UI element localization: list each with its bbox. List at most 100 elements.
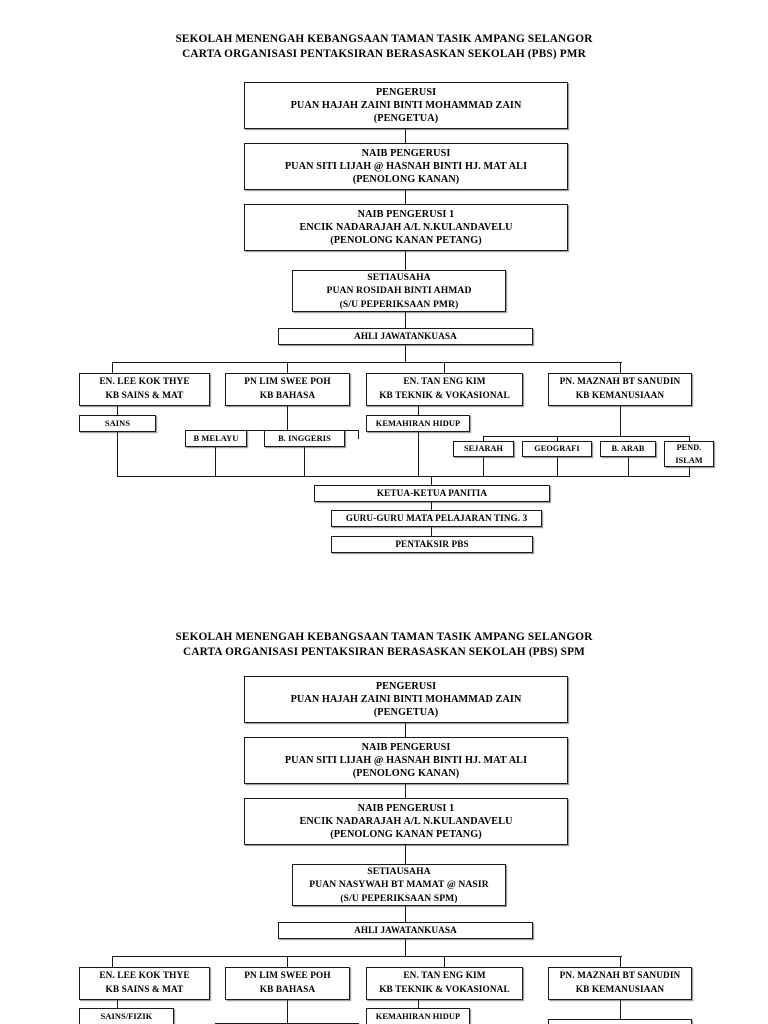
node-role: NAIB PENGERUSI (361, 741, 451, 753)
subject-label: GEOGRAFI (534, 444, 580, 454)
node-naib-pengerusi-1[interactable]: NAIB PENGERUSI 1 ENCIK NADARAJAH A/L N.K… (244, 798, 568, 845)
connector-vertical (117, 1000, 119, 1009)
connector-vertical (287, 362, 289, 373)
connector-horizontal (483, 436, 689, 438)
subject-label: B MELAYU (193, 433, 239, 443)
node-naib-pengerusi[interactable]: NAIB PENGERUSI PUAN SITI LIJAH @ HASNAH … (244, 737, 568, 784)
node-label: AHLI JAWATANKUASA (354, 924, 457, 935)
chart-title-spm: SEKOLAH MENENGAH KEBANGSAAN TAMAN TASIK … (0, 630, 768, 660)
node-head-0[interactable]: EN. LEE KOK THYE KB SAINS & MAT (79, 967, 210, 1000)
node-name: PUAN HAJAH ZAINI BINTI MOHAMMAD ZAIN (290, 693, 522, 705)
node-name: PUAN SITI LIJAH @ HASNAH BINTI HJ. MAT A… (284, 160, 528, 172)
connector-vertical (431, 502, 433, 511)
chart-title-line1: SEKOLAH MENENGAH KEBANGSAAN TAMAN TASIK … (175, 33, 593, 45)
node-guru-guru-mata-pelajaran[interactable]: GURU-GURU MATA PELAJARAN TING. 3 (331, 510, 542, 527)
connector-vertical (112, 362, 114, 373)
connector-vertical (405, 129, 407, 144)
connector-vertical (628, 457, 630, 477)
node-role: NAIB PENGERUSI 1 (357, 208, 455, 220)
node-position: (PENOLONG KANAN) (352, 768, 460, 780)
connector-horizontal-collector (117, 476, 690, 478)
node-head-2[interactable]: EN. TAN ENG KIM KB TEKNIK & VOKASIONAL (366, 373, 523, 406)
connector-vertical (405, 345, 407, 363)
chart-title-line2: CARTA ORGANISASI PENTAKSIRAN BERASASKAN … (183, 646, 585, 658)
node-label: AHLI JAWATANKUASA (354, 330, 457, 341)
chart-title-line2: CARTA ORGANISASI PENTAKSIRAN BERASASKAN … (182, 48, 586, 60)
connector-vertical (689, 436, 691, 442)
connector-vertical (405, 939, 407, 957)
connector-horizontal-bus (112, 362, 622, 364)
node-pengerusi[interactable]: PENGERUSI PUAN HAJAH ZAINI BINTI MOHAMMA… (244, 676, 568, 723)
connector-vertical (405, 784, 407, 799)
node-subject-sains[interactable]: SAINS (79, 415, 156, 432)
node-setiausaha[interactable]: SETIAUSAHA PUAN ROSIDAH BINTI AHMAD (S/U… (292, 270, 506, 312)
subject-label: SAINS/FIZIK (100, 1011, 153, 1021)
node-head-1[interactable]: PN LIM SWEE POH KB BAHASA (225, 967, 350, 1000)
node-subject-b-melayu[interactable]: B MELAYU (185, 430, 247, 447)
connector-vertical (418, 432, 420, 477)
node-head-1[interactable]: PN LIM SWEE POH KB BAHASA (225, 373, 350, 406)
subject-label: B. ARAB (611, 444, 645, 454)
node-pentaksir-pbs[interactable]: PENTAKSIR PBS (331, 536, 533, 553)
chart-title-line1: SEKOLAH MENENGAH KEBANGSAAN TAMAN TASIK … (175, 631, 593, 643)
node-role: NAIB PENGERUSI (361, 147, 451, 159)
node-head-3[interactable]: PN. MAZNAH BT SANUDIN KB KEMANUSIAAN (548, 373, 692, 406)
head-name: EN. LEE KOK THYE (99, 377, 190, 388)
node-name: PUAN ROSIDAH BINTI AHMAD (326, 285, 472, 297)
node-name: PUAN NASYWAH BT MAMAT @ NASIR (309, 879, 489, 891)
node-naib-pengerusi[interactable]: NAIB PENGERUSI PUAN SITI LIJAH @ HASNAH … (244, 143, 568, 190)
node-ketua-ketua-panitia[interactable]: KETUA-KETUA PANITIA (314, 485, 550, 502)
node-head-0[interactable]: EN. LEE KOK THYE KB SAINS & MAT (79, 373, 210, 406)
head-dept: KB KEMANUSIAAN (575, 390, 665, 401)
connector-vertical (287, 1000, 289, 1024)
subject-label-line2: ISLAM (675, 456, 703, 465)
connector-vertical (620, 956, 622, 967)
connector-vertical (405, 251, 407, 271)
connector-vertical (557, 457, 559, 477)
connector-vertical (287, 406, 289, 431)
node-subject-kemahiran-hidup[interactable]: KEMAHIRAN HIDUP (366, 1008, 470, 1024)
node-subject-b-inggeris[interactable]: B. INGGERIS (264, 430, 345, 447)
subject-label: SEJARAH (464, 444, 503, 454)
node-subject-sains-fizik[interactable]: SAINS/FIZIK (79, 1008, 174, 1024)
node-ahli-jawatankuasa[interactable]: AHLI JAWATANKUASA (278, 922, 533, 939)
connector-vertical (431, 527, 433, 536)
connector-vertical (418, 406, 420, 416)
node-label: PENTAKSIR PBS (395, 538, 469, 549)
node-pengerusi[interactable]: PENGERUSI PUAN HAJAH ZAINI BINTI MOHAMMA… (244, 82, 568, 129)
node-subject-geografi[interactable]: GEOGRAFI (522, 441, 592, 457)
node-ahli-jawatankuasa[interactable]: AHLI JAWATANKUASA (278, 328, 533, 345)
node-label: KETUA-KETUA PANITIA (376, 487, 488, 498)
connector-vertical (431, 476, 433, 485)
node-subject-b-arab[interactable]: B. ARAB (600, 441, 656, 457)
node-position: (PENOLONG KANAN PETANG) (330, 829, 482, 841)
head-name: PN LIM SWEE POH (244, 377, 331, 388)
connector-vertical (405, 906, 407, 922)
node-head-2[interactable]: EN. TAN ENG KIM KB TEKNIK & VOKASIONAL (366, 967, 523, 1000)
node-head-3[interactable]: PN. MAZNAH BT SANUDIN KB KEMANUSIAAN (548, 967, 692, 1000)
head-name: EN. LEE KOK THYE (99, 971, 190, 982)
connector-vertical (418, 1000, 420, 1009)
head-dept: KB SAINS & MAT (105, 984, 184, 995)
node-subject-kemahiran-hidup[interactable]: KEMAHIRAN HIDUP (366, 415, 470, 432)
head-name: PN. MAZNAH BT SANUDIN (559, 377, 681, 388)
connector-vertical (620, 362, 622, 373)
node-naib-pengerusi-1[interactable]: NAIB PENGERUSI 1 ENCIK NADARAJAH A/L N.K… (244, 204, 568, 251)
node-subject-kemanusiaan-group[interactable] (548, 1019, 692, 1024)
head-name: PN. MAZNAH BT SANUDIN (559, 971, 681, 982)
node-position: (PENOLONG KANAN) (352, 174, 460, 186)
connector-vertical (287, 956, 289, 967)
node-setiausaha[interactable]: SETIAUSAHA PUAN NASYWAH BT MAMAT @ NASIR… (292, 864, 506, 906)
connector-vertical (557, 436, 559, 442)
head-dept: KB TEKNIK & VOKASIONAL (379, 984, 510, 995)
node-position: (PENOLONG KANAN PETANG) (330, 235, 482, 247)
node-subject-sejarah[interactable]: SEJARAH (453, 441, 514, 457)
chart-title-pmr: SEKOLAH MENENGAH KEBANGSAAN TAMAN TASIK … (0, 32, 768, 62)
head-dept: KB KEMANUSIAAN (575, 984, 665, 995)
node-name: ENCIK NADARAJAH A/L N.KULANDAVELU (299, 221, 513, 233)
node-position: (PENGETUA) (373, 707, 439, 719)
node-role: SETIAUSAHA (367, 272, 431, 284)
node-subject-pend-islam[interactable]: PEND. ISLAM (664, 441, 714, 467)
head-name: EN. TAN ENG KIM (403, 971, 486, 982)
